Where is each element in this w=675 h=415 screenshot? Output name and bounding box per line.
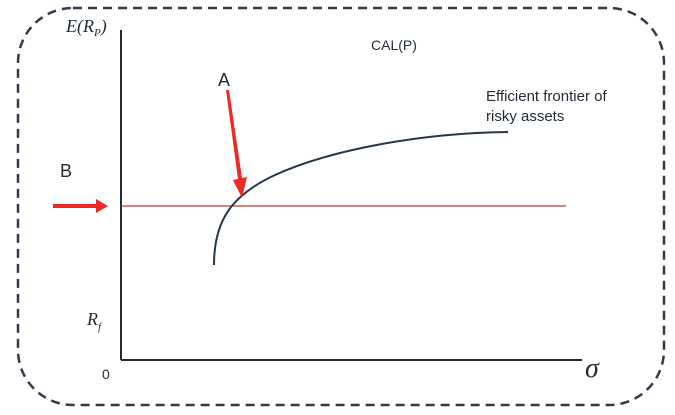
dashed-frame <box>16 6 666 407</box>
rf-label-sub: f <box>98 321 103 333</box>
frontier-label-line2: risky assets <box>486 108 564 125</box>
frontier-label-line1: Efficient frontier of <box>486 88 607 105</box>
y-axis-label-sub: P <box>93 27 101 39</box>
point-b-label: B <box>60 161 72 181</box>
arrow-a-icon <box>226 90 247 198</box>
x-axis-label: σ <box>585 353 600 384</box>
rf-label: Rf <box>86 309 103 333</box>
arrow-b-icon <box>53 199 108 213</box>
efficient-frontier-curve <box>213 131 509 266</box>
y-axis-label: E(RP) <box>65 16 107 39</box>
point-a-label: A <box>218 70 230 90</box>
cal-label: CAL(P) <box>371 37 417 53</box>
origin-label: 0 <box>102 366 110 382</box>
